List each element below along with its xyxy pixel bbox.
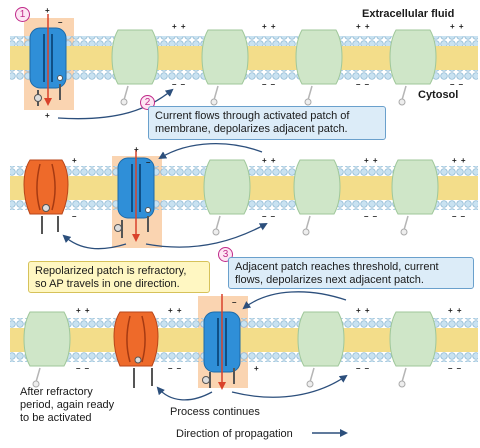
charge-plus: + + bbox=[364, 156, 379, 165]
charge-minus: – – bbox=[450, 80, 465, 89]
current-arrow-icon bbox=[156, 386, 213, 401]
charge-plus: + + bbox=[356, 306, 371, 315]
charge-plus: + + bbox=[168, 306, 183, 315]
charge-minus: – bbox=[58, 18, 64, 27]
charge-plus: + bbox=[72, 156, 78, 165]
inactivation-ball bbox=[400, 228, 408, 236]
inactivation-ball bbox=[302, 228, 310, 236]
step-2-text-line-2: membrane, depolarizes adjacent patch. bbox=[155, 123, 348, 135]
extracellular-label: Extracellular fluid bbox=[362, 8, 455, 20]
inactivation-ball bbox=[306, 380, 314, 388]
channel-resting-icon bbox=[23, 311, 71, 367]
step-3-text-line-1: Adjacent patch reaches threshold, curren… bbox=[235, 261, 439, 273]
charge-plus: + + bbox=[262, 22, 277, 31]
charge-plus: + bbox=[254, 364, 260, 373]
inactivation-ball bbox=[210, 98, 218, 106]
inactivation-ball bbox=[212, 228, 220, 236]
refractory-callout: Repolarized patch is refractory, so AP t… bbox=[28, 261, 210, 293]
charge-plus: + + bbox=[356, 22, 371, 31]
charge-minus: – – bbox=[356, 80, 371, 89]
charge-minus: – bbox=[232, 298, 238, 307]
charge-plus: + + bbox=[448, 306, 463, 315]
inactivation-ball bbox=[398, 98, 406, 106]
charge-plus: + bbox=[45, 111, 51, 120]
charge-minus: – – bbox=[452, 212, 467, 221]
channel-resting-icon bbox=[203, 159, 251, 215]
charge-minus: – – bbox=[76, 364, 91, 373]
charge-minus: – – bbox=[168, 364, 183, 373]
channel-gate bbox=[35, 367, 41, 383]
after-refractory-line-1: After refractory bbox=[20, 386, 93, 398]
charge-plus: + + bbox=[172, 22, 187, 31]
step-2-text-line-1: Current flows through activated patch of bbox=[155, 110, 350, 122]
refractory-text-line-2: so AP travels in one direction. bbox=[35, 278, 180, 290]
charge-plus: + bbox=[134, 145, 140, 154]
channel-gate bbox=[213, 85, 219, 101]
channel-gate bbox=[401, 85, 407, 101]
charge-plus: + + bbox=[450, 22, 465, 31]
step-3-text-line-2: flows, depolarizes next adjacent patch. bbox=[235, 274, 424, 286]
charge-minus: – – bbox=[262, 212, 277, 221]
current-arrow-icon bbox=[145, 223, 268, 248]
channel-gate bbox=[401, 367, 407, 383]
cytosol-label: Cytosol bbox=[418, 89, 459, 101]
channel-resting-icon bbox=[297, 311, 345, 367]
inactivation-ball bbox=[32, 380, 40, 388]
charge-minus: – – bbox=[364, 212, 379, 221]
after-refractory-line-3: to be activated bbox=[20, 412, 92, 424]
sodium-channel-inactivated-icon bbox=[23, 159, 69, 234]
channel-gate bbox=[123, 85, 129, 101]
inactivation-ball bbox=[304, 98, 312, 106]
charge-plus: + + bbox=[262, 156, 277, 165]
channel-resting-icon bbox=[389, 311, 437, 367]
channel-resting-icon bbox=[295, 29, 343, 85]
channel-gate bbox=[403, 215, 409, 231]
direction-label: Direction of propagation bbox=[176, 428, 293, 440]
charge-minus: – – bbox=[448, 364, 463, 373]
current-arrow-icon bbox=[57, 88, 174, 120]
channel-gate bbox=[215, 215, 221, 231]
step-2-callout: Current flows through activated patch of… bbox=[148, 106, 386, 140]
charge-minus: – – bbox=[262, 80, 277, 89]
channel-resting-icon bbox=[111, 29, 159, 85]
charge-minus: – – bbox=[172, 80, 187, 89]
inactivation-ball bbox=[398, 380, 406, 388]
channel-gate bbox=[309, 367, 315, 383]
charge-plus: + + bbox=[76, 306, 91, 315]
charge-minus: – bbox=[146, 158, 152, 167]
channel-gate bbox=[305, 215, 311, 231]
current-arrow-icon bbox=[242, 291, 347, 310]
charge-plus: + + bbox=[452, 156, 467, 165]
channel-resting-icon bbox=[201, 29, 249, 85]
channel-resting-icon bbox=[391, 159, 439, 215]
channel-resting-icon bbox=[293, 159, 341, 215]
current-arrow-icon bbox=[231, 374, 348, 398]
current-arrow-icon bbox=[62, 234, 127, 250]
inactivation-ball bbox=[120, 98, 128, 106]
step-3-callout: Adjacent patch reaches threshold, curren… bbox=[228, 257, 474, 289]
after-refractory-line-2: period, again ready bbox=[20, 399, 115, 411]
channel-resting-icon bbox=[389, 29, 437, 85]
sodium-channel-inactivated-icon bbox=[113, 311, 159, 388]
refractory-text-line-1: Repolarized patch is refractory, bbox=[35, 265, 187, 277]
charge-minus: – – bbox=[356, 364, 371, 373]
step-1-marker: 1 bbox=[15, 7, 30, 22]
process-continues-label: Process continues bbox=[170, 406, 260, 418]
charge-plus: + bbox=[45, 6, 51, 15]
channel-gate bbox=[307, 85, 313, 101]
charge-minus: – bbox=[72, 212, 78, 221]
after-refractory-label: After refractory period, again ready to … bbox=[20, 386, 130, 425]
current-arrow-icon bbox=[158, 142, 263, 160]
